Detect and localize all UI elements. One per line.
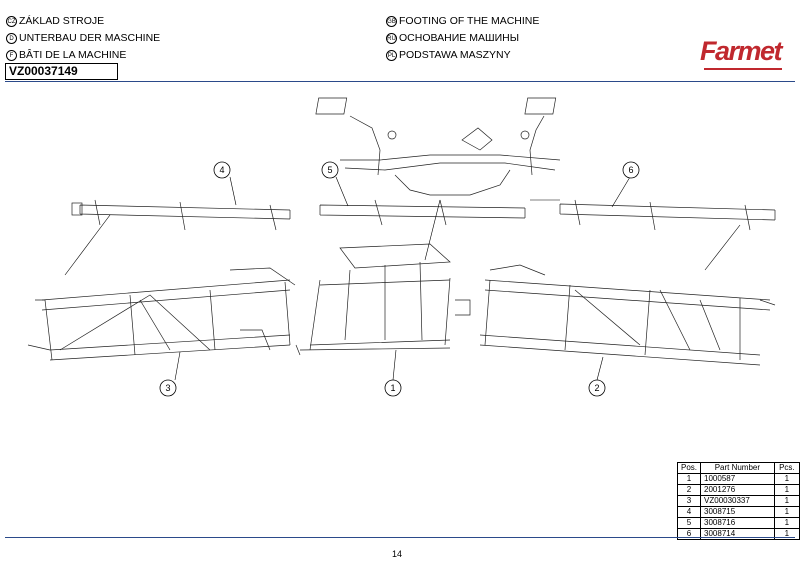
callout-2 xyxy=(588,379,606,397)
parts-table: Pos. Part Number Pcs. 1 1000587 1 2 2001… xyxy=(676,462,800,540)
cell-pos: 3 xyxy=(676,495,702,507)
cell-pcs: 1 xyxy=(773,506,800,518)
callout-label-3: 3 xyxy=(165,383,170,393)
callout-label-2: 2 xyxy=(594,383,599,393)
language-code-badge: PL xyxy=(386,50,397,61)
language-code-badge: D xyxy=(6,33,17,44)
language-code-badge: RU xyxy=(386,33,397,44)
cell-pcs: 1 xyxy=(773,484,800,496)
parts-table-header: Pos. Part Number Pcs. xyxy=(676,462,800,474)
callout-5 xyxy=(321,161,339,179)
cell-pos: 4 xyxy=(676,506,702,518)
title-text: ZÁKLAD STROJE xyxy=(19,15,105,27)
title-text: BÂTI DE LA MACHINE xyxy=(19,49,127,61)
table-row: 2 2001276 1 xyxy=(676,484,800,496)
callout-label-5: 5 xyxy=(327,165,332,175)
logo-underline xyxy=(704,68,782,70)
title-text: FOOTING OF THE MACHINE xyxy=(399,15,540,27)
callout-labels: 1 2 3 4 5 6 xyxy=(165,165,633,393)
title-text: ОСНОВАНИЕ МАШИНЫ xyxy=(399,32,520,44)
cell-part-number: 2001276 xyxy=(700,484,775,496)
cell-pcs: 1 xyxy=(773,517,800,529)
cell-pos: 5 xyxy=(676,517,702,529)
callout-3 xyxy=(159,379,177,397)
hitch-assembly xyxy=(315,97,561,196)
cell-part-number: VZ00030337 xyxy=(700,495,775,507)
table-row: 1 1000587 1 xyxy=(676,473,800,485)
document-number: VZ00037149 xyxy=(5,63,118,80)
cell-pcs: 1 xyxy=(773,473,800,485)
header-pos: Pos. xyxy=(676,462,702,474)
header-pcs: Pcs. xyxy=(773,462,800,474)
header-part-number: Part Number xyxy=(700,462,775,474)
header-divider xyxy=(5,81,795,82)
language-code-badge: CZ xyxy=(6,16,17,27)
title-text: UNTERBAU DER MASCHINE xyxy=(19,32,161,44)
callout-6 xyxy=(622,161,640,179)
cell-part-number: 3008716 xyxy=(700,517,775,529)
language-code-badge: F xyxy=(6,50,17,61)
beam-5 xyxy=(319,199,526,226)
table-row: 3 VZ00030337 1 xyxy=(676,495,800,507)
callout-label-4: 4 xyxy=(219,165,224,175)
callout-label-1: 1 xyxy=(390,383,395,393)
beam-4 xyxy=(71,199,291,231)
left-wing-frame xyxy=(27,267,296,361)
cell-pcs: 1 xyxy=(773,495,800,507)
table-row: 4 3008715 1 xyxy=(676,506,800,518)
cell-pos: 2 xyxy=(676,484,702,496)
farmet-logo: Farmet xyxy=(700,36,783,66)
cell-part-number: 3008715 xyxy=(700,506,775,518)
language-code-badge: GB xyxy=(386,16,397,27)
callout-label-6: 6 xyxy=(628,165,633,175)
beam-6 xyxy=(559,199,776,231)
center-frame xyxy=(295,243,471,356)
callout-1 xyxy=(384,379,402,397)
footer-divider xyxy=(5,537,795,538)
cell-part-number: 1000587 xyxy=(700,473,775,485)
page-number: 14 xyxy=(392,549,403,559)
right-wing-frame xyxy=(479,264,776,366)
callout-4 xyxy=(213,161,231,179)
cell-pos: 1 xyxy=(676,473,702,485)
callout-group xyxy=(159,161,640,397)
table-row: 5 3008716 1 xyxy=(676,517,800,529)
title-text: PODSTAWA MASZYNY xyxy=(399,49,511,61)
leader-lines xyxy=(64,176,741,381)
